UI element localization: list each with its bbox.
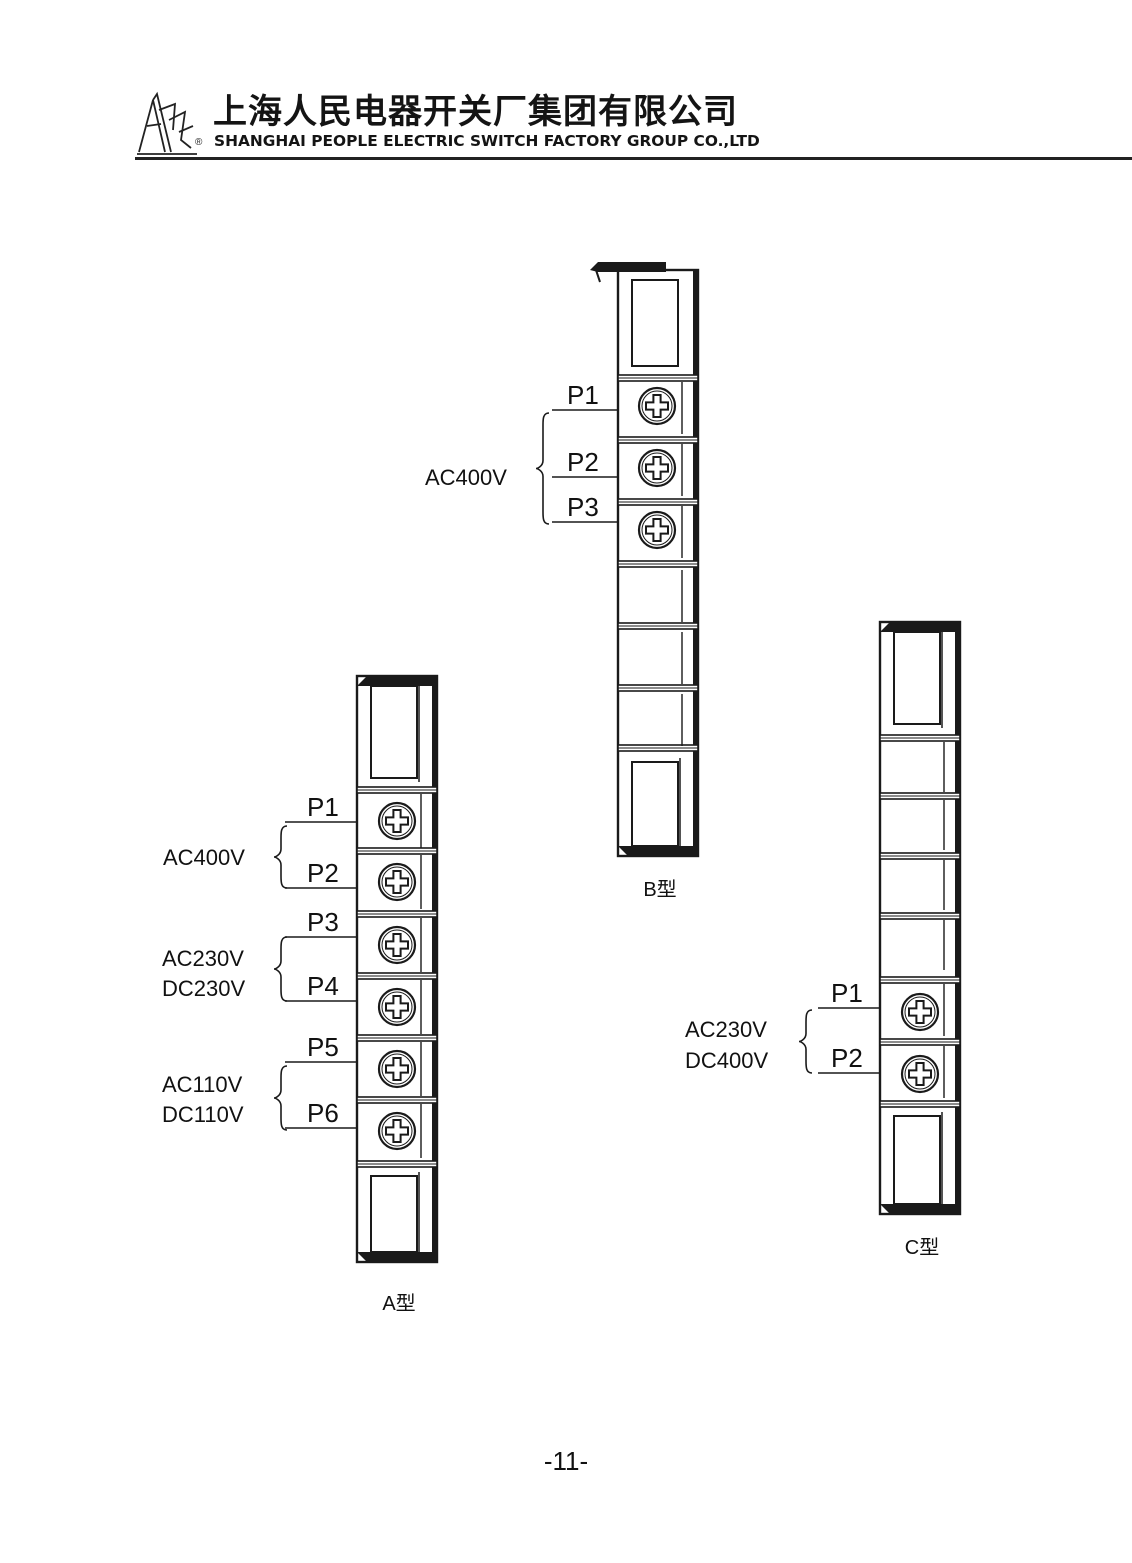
end-cap-tab (595, 269, 601, 283)
terminal-screw-p1 (377, 801, 417, 841)
terminal-screw-p2 (637, 448, 677, 488)
end-cap-bevel (357, 676, 437, 686)
strip-bottom-end-block (357, 1172, 437, 1262)
terminal-label-p1: P1 (307, 792, 339, 822)
terminal-label-p5: P5 (307, 1032, 339, 1062)
end-block-panel (893, 631, 941, 725)
terminal-screw-p6 (377, 1111, 417, 1151)
strip-caption: C型 (905, 1236, 939, 1259)
terminal-screw-p1 (637, 386, 677, 426)
end-cap-bevel (880, 622, 960, 632)
company-name-en: SHANGHAI PEOPLE ELECTRIC SWITCH FACTORY … (214, 132, 760, 150)
terminal-screw-p2 (900, 1054, 940, 1094)
strip-bottom-end-block (880, 1112, 960, 1214)
terminal-label-p1: P1 (831, 978, 863, 1008)
terminal-label-p3: P3 (567, 492, 599, 522)
header-rule (135, 157, 1132, 160)
end-block-panel (893, 1115, 941, 1205)
voltage-group-brace (535, 412, 550, 525)
page-header: ® 上海人民电器开关厂集团有限公司 SHANGHAI PEOPLE ELECTR… (135, 86, 1132, 166)
terminal-label-p2: P2 (307, 858, 339, 888)
terminal-label-p6: P6 (307, 1098, 339, 1128)
voltage-group-brace (273, 936, 288, 1002)
strip-top-end-block (357, 676, 437, 782)
terminal-label-p4: P4 (307, 971, 339, 1001)
end-block-panel (370, 1175, 418, 1253)
voltage-group-label: AC230V (685, 1017, 767, 1042)
strip-bottom-end-block (618, 758, 698, 856)
voltage-group-label: DC400V (685, 1048, 768, 1073)
registered-mark: ® (195, 137, 203, 148)
terminal-label-p2: P2 (831, 1043, 863, 1073)
terminal-screw-p4 (377, 987, 417, 1027)
voltage-group-brace (273, 825, 288, 889)
voltage-group-brace (273, 1065, 288, 1131)
page-number: -11- (543, 1446, 589, 1476)
end-block-panel (631, 279, 679, 367)
voltage-group-label: AC230V (162, 946, 244, 971)
voltage-group-label: AC400V (163, 845, 245, 870)
strip-frame (355, 674, 439, 1264)
end-cap-bevel (880, 1204, 960, 1214)
terminal-screw-p2 (377, 862, 417, 902)
terminal-screw-p3 (637, 510, 677, 550)
end-cap-bevel (590, 262, 666, 272)
terminal-screw-p5 (377, 1049, 417, 1089)
terminal-screw-p1 (900, 992, 940, 1032)
company-logo-icon (137, 91, 197, 155)
strip-caption: A型 (382, 1292, 415, 1315)
strip-top-end-block (880, 622, 960, 728)
end-cap-bevel (618, 846, 698, 856)
end-block-panel (631, 761, 679, 847)
voltage-group-label: DC230V (162, 976, 245, 1001)
end-block-panel (370, 685, 418, 779)
terminal-label-p2: P2 (567, 447, 599, 477)
terminal-screw-p3 (377, 925, 417, 965)
voltage-group-label: DC110V (162, 1102, 244, 1127)
terminal-label-p1: P1 (567, 380, 599, 410)
voltage-group-brace (798, 1009, 813, 1074)
voltage-group-label: AC110V (162, 1072, 243, 1097)
terminal-label-p3: P3 (307, 907, 339, 937)
strip-caption: B型 (643, 878, 676, 901)
company-name-cn: 上海人民电器开关厂集团有限公司 (213, 92, 738, 132)
voltage-group-label: AC400V (425, 465, 507, 490)
end-cap-bevel (357, 1252, 437, 1262)
